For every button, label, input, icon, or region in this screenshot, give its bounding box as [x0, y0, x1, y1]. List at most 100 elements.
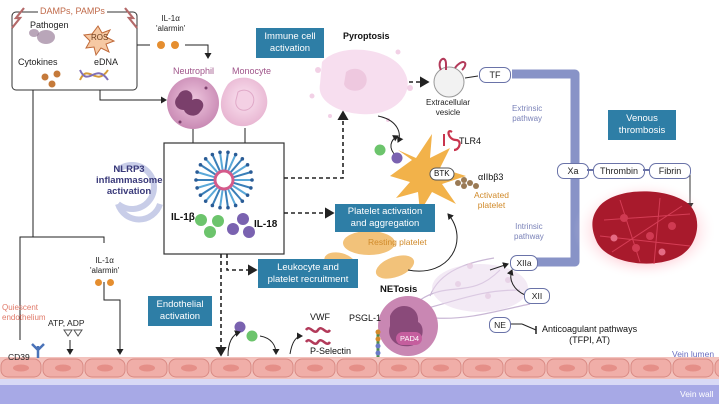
resting-platelet-label: Resting platelet	[368, 237, 427, 247]
il18-label: IL-18	[254, 219, 278, 230]
inflammasome-spoke-tip	[245, 163, 250, 167]
atp-adp-icon	[63, 329, 83, 337]
inflammasome-spoke-tip	[198, 163, 203, 167]
inflammasome-spoke-tip	[203, 157, 208, 161]
xa-pill[interactable]: Xa	[557, 163, 589, 179]
inflammasome-spoke-tip	[203, 199, 208, 203]
ne-pill[interactable]: NE	[489, 317, 511, 333]
endothelial-nucleus	[517, 364, 533, 372]
endothelial-nucleus	[97, 364, 113, 372]
tf-pill[interactable]: TF	[479, 67, 511, 83]
inflammasome-spoke-tip	[245, 193, 250, 197]
btk-label: BTK	[434, 169, 450, 178]
inflammasome-spoke-tip	[218, 150, 222, 155]
integrin-receptors	[455, 177, 479, 189]
psgl1-p-selectin	[375, 329, 381, 357]
p-selectin-label: P-Selectin	[310, 346, 352, 356]
inflammasome-spoke-tip	[194, 178, 198, 182]
inflammasome-box	[163, 142, 285, 255]
pathogen-icon	[29, 29, 55, 44]
inflammasome-spoke-tip	[226, 205, 230, 210]
thrombin-pill[interactable]: Thrombin	[593, 163, 645, 179]
endothelial-nucleus	[685, 364, 701, 372]
edna-icon	[79, 69, 109, 81]
inflammasome-spoke	[224, 153, 229, 172]
inflammasome-spoke	[229, 158, 243, 174]
endothelial-nucleus	[601, 364, 617, 372]
inflammasome-spoke	[211, 155, 222, 173]
endothelial-cell	[714, 359, 719, 377]
inflammasome-spoke-tip	[250, 178, 254, 182]
inflammasome-spoke	[231, 184, 248, 196]
net-cloud	[432, 264, 528, 312]
activated-platelet	[390, 130, 466, 212]
inflammasome-spoke	[229, 186, 243, 202]
endothelial-nucleus	[349, 364, 365, 372]
il1b-dot-low	[246, 330, 258, 342]
xii-pill[interactable]: XII	[524, 288, 550, 304]
il1a-top-dots	[157, 41, 179, 49]
inflammasome-spoke-tip	[210, 203, 215, 208]
btk-pill	[429, 167, 455, 181]
inflammasome-spoke	[224, 188, 229, 207]
lightning-icon-left	[11, 7, 25, 29]
basement-layer	[0, 377, 719, 385]
xiia-pill[interactable]: XIIa	[510, 255, 538, 271]
inflammasome-spoke	[211, 187, 222, 205]
inflammasome-spoke-tip	[249, 170, 253, 174]
endothelial-nucleus	[55, 364, 71, 372]
endothelial-nucleus	[181, 364, 197, 372]
inflammasome-spoke-tip	[226, 150, 230, 155]
fibrin-pill[interactable]: Fibrin	[649, 163, 691, 179]
ros-label: ROS	[91, 33, 109, 42]
inflammasome-spoke-tip	[233, 203, 238, 208]
endothelial-nucleus	[643, 364, 659, 372]
thrombin-fibrin-connector	[643, 169, 649, 171]
inflammasome-spoke-tip	[195, 186, 199, 190]
inflammasome-spoke-tip	[249, 186, 253, 190]
monocyte-cell	[220, 77, 268, 127]
vwf-label: VWF	[310, 312, 330, 322]
inflammasome-spoke	[205, 186, 219, 202]
il1a-mid-dots	[95, 279, 119, 287]
pathogen-label: Pathogen	[30, 20, 69, 30]
xa-thrombin-connector	[587, 169, 593, 171]
vein-wall-label: Vein wall	[680, 389, 714, 399]
cd39-receptor-icon	[31, 343, 45, 358]
neutrophil-cell	[167, 77, 219, 129]
edna-label: eDNA	[94, 57, 119, 67]
vein-wall-band	[0, 383, 719, 404]
netosis-label: NETosis	[380, 284, 418, 295]
endothelial-nucleus	[433, 364, 449, 372]
il1b-label: IL-1β	[171, 212, 195, 223]
inflammasome-spoke	[232, 181, 251, 189]
vein-lumen-label: Vein lumen	[672, 349, 715, 359]
neutrophil-label: Neutrophil	[173, 66, 215, 76]
cytokine-balls	[195, 213, 255, 238]
inflammasome-spoke	[231, 164, 248, 176]
pyroptosis-cell	[309, 49, 413, 122]
inflammasome-spoke-tip	[240, 157, 245, 161]
il18-dot-low	[234, 321, 246, 333]
cytokines-label: Cytokines	[18, 57, 58, 67]
extracellular-vesicle	[433, 57, 467, 98]
inflammasome-spoke	[219, 188, 224, 207]
aiib3-label: αIIbβ3	[478, 172, 504, 182]
endothelial-nucleus	[559, 364, 575, 372]
inflammasome-core	[213, 169, 235, 191]
endothelial-nucleus	[139, 364, 155, 372]
il18-dot	[391, 152, 403, 164]
endothelial-nucleus	[307, 364, 323, 372]
endothelial-nucleus	[391, 364, 407, 372]
recycle-arrows-icon	[115, 162, 163, 223]
